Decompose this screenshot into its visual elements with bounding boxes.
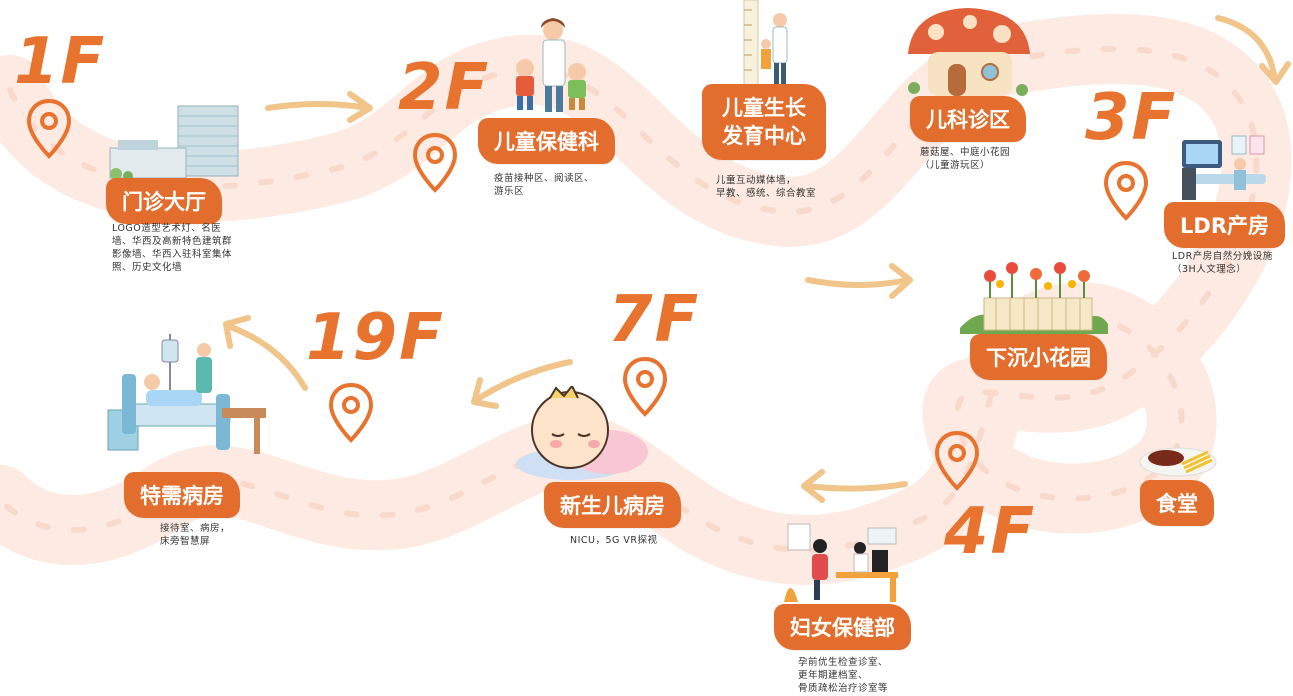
mushroom-house-illustration: [908, 8, 1030, 96]
description-line: 照、历史文化墙: [112, 262, 183, 273]
floor-number: 7F: [608, 283, 701, 357]
stop-label[interactable]: LDR产房: [1164, 202, 1285, 248]
stop-description: 蘑菇屋、中庭小花园 （儿童游玩区）: [920, 146, 1010, 172]
stop-label[interactable]: 下沉小花园: [970, 334, 1107, 380]
stop-description: LOGO造型艺术灯、名医 墙、华西及高新特色建筑群 影像墙、华西入驻科室集体 照…: [112, 222, 232, 274]
hospital-building-illustration: [109, 105, 239, 181]
description-line: 骨质疏松治疗诊室等: [798, 683, 889, 694]
arrow-icon: [223, 315, 308, 391]
stop-label[interactable]: 特需病房: [124, 472, 240, 518]
sleeping-baby-illustration: [516, 386, 648, 480]
location-pin-icon: [934, 430, 980, 491]
arrow-icon: [1215, 15, 1291, 85]
description-line: 早教、感统、综合教室: [716, 188, 817, 199]
description-line: LOGO造型艺术灯、名医: [112, 223, 222, 234]
food-plate-illustration: [1139, 447, 1217, 477]
stop-description: NICU，5G VR探视: [570, 534, 658, 547]
floor-number: 4F: [944, 495, 1037, 569]
stop-label[interactable]: 妇女保健部: [774, 604, 911, 650]
location-pin-icon: [26, 98, 72, 159]
location-pin-icon: [622, 356, 668, 417]
hospital-bed-illustration: [107, 334, 266, 454]
stop-description: 接待室、病房， 床旁智慧屏: [160, 522, 230, 548]
description-line: 墙、华西及高新特色建筑群: [112, 236, 233, 247]
floor-number: 1F: [14, 25, 107, 99]
description-line: 床旁智慧屏: [160, 536, 211, 547]
description-line: 儿童互动媒体墙，: [716, 175, 797, 186]
arrow-icon: [265, 91, 373, 123]
stop-label[interactable]: 儿科诊区: [910, 96, 1026, 142]
description-line: 疫苗接种区、阅读区、: [494, 173, 595, 184]
stop-description: 疫苗接种区、阅读区、 游乐区: [494, 172, 594, 198]
height-chart-illustration: [743, 0, 788, 91]
stop-label[interactable]: 儿童保健科: [478, 118, 615, 164]
location-pin-icon: [1103, 160, 1149, 221]
stop-label-line: 发育中心: [722, 124, 806, 148]
floor-number: 2F: [398, 51, 491, 125]
location-pin-icon: [328, 382, 374, 443]
floor-number: 3F: [1085, 81, 1178, 155]
stop-description: LDR产房自然分娩设施 （3H人文理念）: [1172, 250, 1273, 276]
description-line: （3H人文理念）: [1172, 264, 1247, 275]
stop-label[interactable]: 食堂: [1140, 480, 1214, 526]
stop-label-line: 儿童生长: [722, 96, 806, 120]
description-line: LDR产房自然分娩设施: [1172, 251, 1273, 262]
description-line: 孕前优生检查诊室、: [798, 657, 889, 668]
stop-label[interactable]: 儿童生长 发育中心: [702, 84, 826, 160]
delivery-room-illustration: [1182, 135, 1266, 200]
description-line: 游乐区: [494, 186, 525, 197]
description-line: 更年期建档室、: [798, 670, 869, 681]
stop-label[interactable]: 门诊大厅: [106, 178, 222, 224]
stop-description: 孕前优生检查诊室、 更年期建档室、 骨质疏松治疗诊室等: [798, 656, 888, 695]
description-line: 接待室、病房，: [160, 523, 231, 534]
flower-garden-illustration: [960, 262, 1108, 334]
arrow-icon: [471, 359, 573, 409]
arrow-icon: [805, 263, 913, 299]
description-line: （儿童游玩区）: [920, 160, 991, 171]
description-line: NICU，5G VR探视: [570, 535, 658, 546]
description-line: 蘑菇屋、中庭小花园: [920, 147, 1011, 158]
consultation-illustration: [784, 523, 898, 602]
location-pin-icon: [412, 132, 458, 193]
arrow-icon: [801, 469, 908, 503]
description-line: 影像墙、华西入驻科室集体: [112, 249, 233, 260]
stop-label[interactable]: 新生儿病房: [544, 482, 681, 528]
doctor-children-illustration: [516, 18, 586, 112]
stop-description: 儿童互动媒体墙， 早教、感统、综合教室: [716, 174, 816, 200]
floor-number: 19F: [306, 301, 445, 375]
